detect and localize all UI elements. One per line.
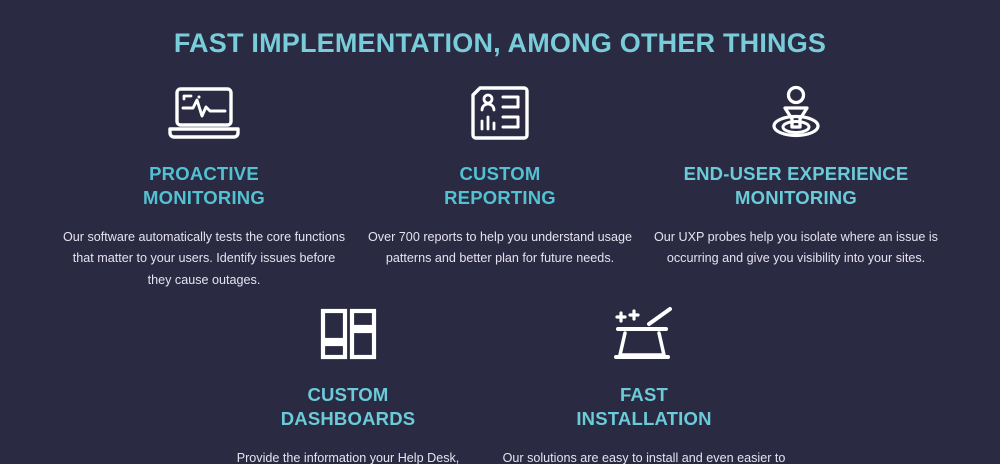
feature-heading: CUSTOM REPORTING bbox=[444, 163, 556, 209]
feature-heading: PROACTIVE MONITORING bbox=[143, 163, 265, 209]
laptop-pulse-icon bbox=[167, 82, 241, 144]
feature-heading: END-USER EXPERIENCE MONITORING bbox=[683, 163, 909, 209]
dashboard-grid-icon bbox=[320, 303, 377, 365]
feature-body: Our software automatically tests the cor… bbox=[62, 229, 346, 288]
feature-body: Our UXP probes help you isolate where an… bbox=[654, 229, 938, 266]
feature-card-custom-reporting: CUSTOM REPORTING Over 700 reports to hel… bbox=[352, 82, 648, 270]
magic-hat-wand-icon bbox=[613, 303, 675, 365]
feature-row-bottom: CUSTOM DASHBOARDS Provide the informatio… bbox=[0, 303, 1000, 464]
feature-body: Over 700 reports to help you understand … bbox=[368, 229, 632, 266]
feature-card-fast-installation: FAST INSTALLATION Our solutions are easy… bbox=[496, 303, 792, 464]
feature-heading: FAST INSTALLATION bbox=[576, 383, 712, 430]
feature-body: Our solutions are easy to install and ev… bbox=[502, 450, 786, 464]
feature-row-top: PROACTIVE MONITORING Our software automa… bbox=[0, 82, 1000, 292]
feature-body: Provide the information your Help Desk, … bbox=[236, 450, 460, 464]
feature-card-proactive-monitoring: PROACTIVE MONITORING Our software automa… bbox=[56, 82, 352, 292]
user-location-ripple-icon bbox=[764, 82, 828, 144]
report-document-icon bbox=[470, 82, 530, 144]
feature-card-end-user-experience: END-USER EXPERIENCE MONITORING Our UXP p… bbox=[648, 82, 944, 270]
feature-heading: CUSTOM DASHBOARDS bbox=[280, 383, 416, 430]
section-title: FAST IMPLEMENTATION, AMONG OTHER THINGS bbox=[173, 28, 827, 58]
feature-card-custom-dashboards: CUSTOM DASHBOARDS Provide the informatio… bbox=[200, 303, 496, 464]
feature-grid: PROACTIVE MONITORING Our software automa… bbox=[0, 82, 1000, 464]
